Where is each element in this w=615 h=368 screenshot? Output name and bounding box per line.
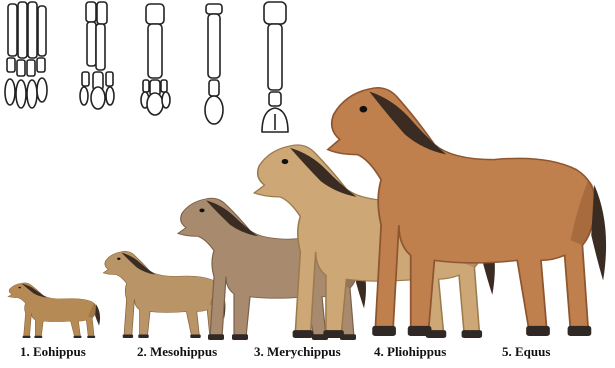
species-label-mesohippus: 2. Mesohippus	[137, 344, 217, 360]
species-label-pliohippus: 4. Pliohippus	[374, 344, 446, 360]
species-label-equus: 5. Equus	[502, 344, 550, 360]
species-label-eohippus: 1. Eohippus	[20, 344, 86, 360]
mesohippus-horse-icon	[103, 251, 225, 338]
species-label-merychippus: 3. Merychippus	[254, 344, 341, 360]
eohippus-horse-icon	[8, 283, 100, 338]
